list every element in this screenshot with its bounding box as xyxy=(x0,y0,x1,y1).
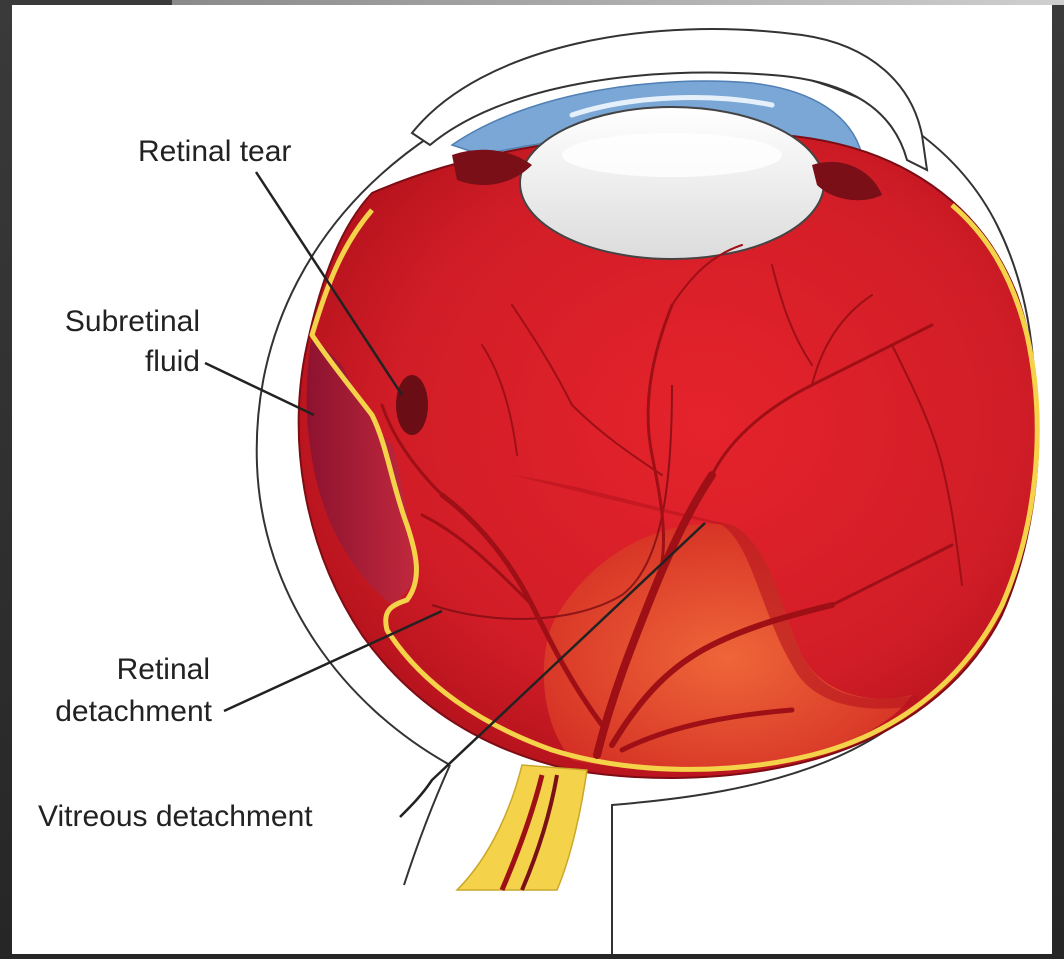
lens-highlight xyxy=(562,133,782,177)
sclera-lower-outline xyxy=(404,765,450,885)
diagram-panel: Retinal tear Subretinal fluid Retinal de… xyxy=(12,5,1052,954)
label-retinal-detachment-2: detachment xyxy=(12,695,212,729)
label-retinal-detachment-1: Retinal xyxy=(22,653,210,687)
label-subretinal-fluid-2: fluid xyxy=(22,345,200,379)
lens xyxy=(520,107,824,259)
label-vitreous-detachment: Vitreous detachment xyxy=(38,800,313,834)
label-retinal-tear: Retinal tear xyxy=(138,135,291,169)
label-subretinal-fluid-1: Subretinal xyxy=(22,305,200,339)
retinal-tear xyxy=(396,375,428,435)
